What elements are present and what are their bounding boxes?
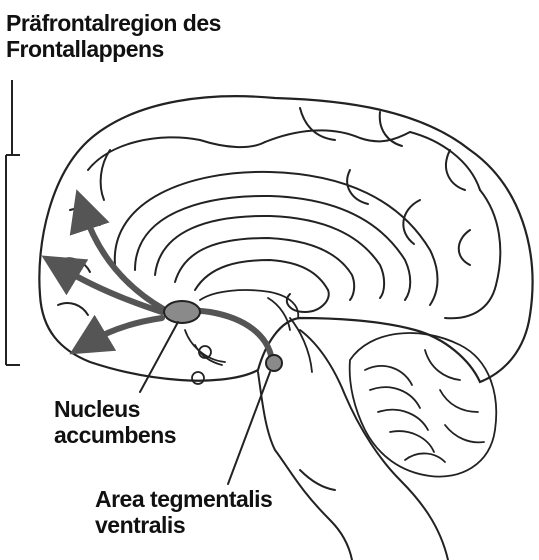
leader-vta xyxy=(227,371,271,485)
label-prefrontal-line-2: Frontallappens xyxy=(6,36,164,62)
label-vta-line-2: ventralis xyxy=(95,512,186,538)
thalamus-region xyxy=(184,289,313,385)
label-nucleus-accumbens: Nucleus accumbens xyxy=(54,396,177,448)
projection-arrow-middle xyxy=(41,255,165,315)
label-nacc-line-2: accumbens xyxy=(54,422,177,448)
cerebellum xyxy=(348,332,498,478)
label-nacc-line-1: Nucleus xyxy=(54,396,140,422)
cortical-gyri xyxy=(57,107,502,320)
leader-nucleus-accumbens xyxy=(139,321,179,393)
mesolimbic-pathway xyxy=(41,189,275,363)
label-prefrontal-region: Präfrontalregion des Frontallappens xyxy=(6,10,221,62)
label-vta-line-1: Area tegmentalis xyxy=(95,486,273,512)
prefrontal-bracket xyxy=(5,80,20,366)
label-area-tegmentalis-ventralis: Area tegmentalis ventralis xyxy=(95,486,273,538)
brainstem xyxy=(257,329,449,560)
corpus-callosum xyxy=(113,170,439,314)
projection-arrow-upper xyxy=(69,189,168,313)
label-prefrontal-line-1: Präfrontalregion des xyxy=(6,10,221,36)
label-leaders xyxy=(139,321,271,485)
nucleus-accumbens-marker xyxy=(163,300,201,324)
vta-marker xyxy=(265,354,283,372)
projection-arrow-lower xyxy=(69,314,165,355)
